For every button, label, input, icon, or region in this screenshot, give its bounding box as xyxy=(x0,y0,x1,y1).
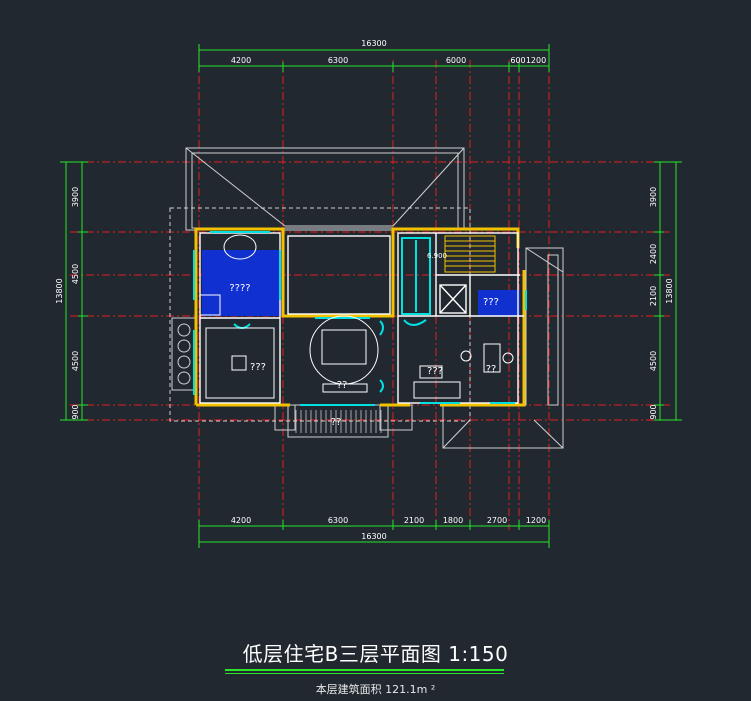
top-total-dim: 16300 xyxy=(361,39,386,48)
side-dimension-text: 13800 3900 4500 4500 900 3900 2400 2100 … xyxy=(55,187,674,420)
dimension-lines xyxy=(60,44,682,548)
left-dim: 4500 xyxy=(71,264,80,284)
bottom-dim: 1200 xyxy=(526,516,546,525)
windows xyxy=(193,231,527,406)
left-dim: 900 xyxy=(71,404,80,419)
room-label-living: ??? xyxy=(427,366,443,377)
top-dim: 1200 xyxy=(526,56,546,65)
bath-floor xyxy=(202,250,282,316)
left-dim: 4500 xyxy=(71,351,80,371)
stair xyxy=(444,235,496,273)
bottom-dim: 2700 xyxy=(487,516,507,525)
title-underline xyxy=(225,669,504,671)
right-dim: 2400 xyxy=(649,244,658,264)
right-dim: 2100 xyxy=(649,286,658,306)
dimension-text: 16300 4200 6300 6000 600 1200 4200 6300 … xyxy=(231,39,546,541)
left-total-dim: 13800 xyxy=(55,278,64,303)
title-block: 低层住宅B三层平面图 1:150 本层建筑面积 121.1m ² xyxy=(0,638,751,697)
title-underline-thin xyxy=(225,673,504,674)
drawing-subtitle: 本层建筑面积 121.1m ² xyxy=(315,683,436,696)
bottom-dim: 4200 xyxy=(231,516,251,525)
bottom-total-dim: 16300 xyxy=(361,532,386,541)
top-dim: 6300 xyxy=(328,56,348,65)
right-dim: 4500 xyxy=(649,351,658,371)
room-label-terrace: ?? xyxy=(331,417,342,428)
room-labels: ???? ??? ?? ??? ?? ??? ?? 6.900 xyxy=(229,252,499,428)
terrace-hatch xyxy=(295,410,382,433)
axis-grid xyxy=(70,60,670,530)
drawing-title: 低层住宅B三层平面图 1:150 xyxy=(242,642,509,666)
top-dim: 4200 xyxy=(231,56,251,65)
exterior-walls xyxy=(194,227,526,407)
planter xyxy=(171,317,197,391)
right-dim: 3900 xyxy=(649,187,658,207)
bottom-dim: 1800 xyxy=(443,516,463,525)
top-dim: 600 xyxy=(510,56,525,65)
left-dim: 3900 xyxy=(71,187,80,207)
bottom-dim: 2100 xyxy=(404,516,424,525)
room-label-bedroom: ?? xyxy=(337,380,348,391)
bottom-dim: 6300 xyxy=(328,516,348,525)
right-total-dim: 13800 xyxy=(665,278,674,303)
room-label-kitchen: ??? xyxy=(250,362,266,373)
furniture xyxy=(199,234,514,399)
level-mark: 6.900 xyxy=(427,252,447,260)
room-label-bath: ???? xyxy=(229,283,250,294)
bath-floor xyxy=(478,290,520,316)
room-label-study: ?? xyxy=(486,364,497,375)
top-dim: 6000 xyxy=(446,56,466,65)
room-label-wc: ??? xyxy=(483,297,499,308)
right-dim: 900 xyxy=(649,404,658,419)
